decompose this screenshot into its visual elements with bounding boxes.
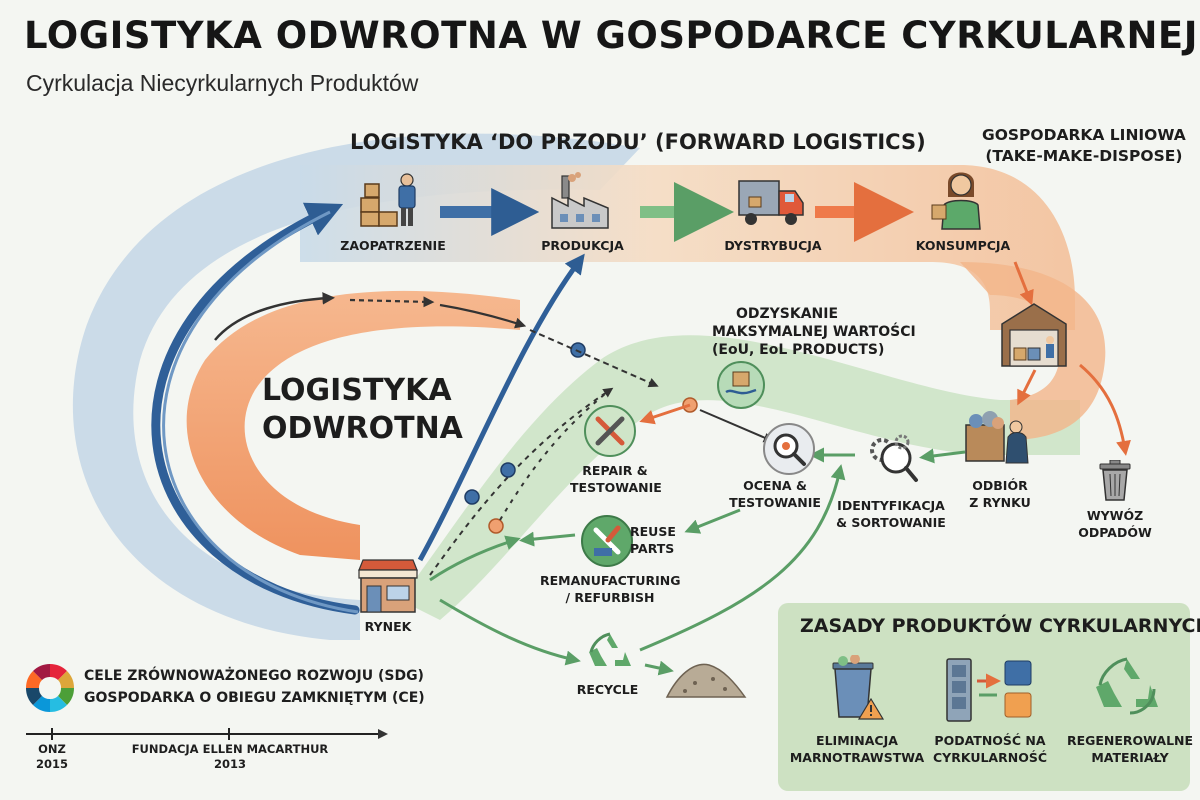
label-recycle: RECYCLE xyxy=(576,682,639,697)
step-consumption: KONSUMPCJA xyxy=(915,238,1011,253)
linear-economy-line1: GOSPODARKA LINIOWA xyxy=(982,126,1186,144)
waste-bin-warning-icon xyxy=(832,655,885,720)
label-reuse-line2: PARTS xyxy=(630,541,675,556)
label-remanufacturing: REMANUFACTURING / REFURBISH xyxy=(540,572,681,606)
recycle-icon xyxy=(589,632,631,666)
label-collection-line1: ODBIÓR xyxy=(972,478,1028,493)
renewable-recycle-icon xyxy=(1096,657,1158,715)
timeline-emf-line2: 2013 xyxy=(213,757,246,771)
linear-economy-line2: (TAKE-MAKE-DISPOSE) xyxy=(985,147,1183,165)
principle-renewable: REGENEROWALNE MATERIAŁY xyxy=(1065,732,1195,766)
reverse-logistics-line1: LOGISTYKA xyxy=(262,373,452,408)
principle-2-line1: PODATNOŚĆ NA xyxy=(934,733,1046,748)
value-recovery-label: ODZYSKANIE MAKSYMALNEJ WARTOŚCI (EoU, Eo… xyxy=(712,305,916,359)
principle-circularity: PODATNOŚĆ NA CYRKULARNOŚĆ xyxy=(925,732,1055,766)
label-reuse-line1: REUSE xyxy=(630,524,676,539)
timeline-ellen-macarthur: FUNDACJA ELLEN MACARTHUR 2013 xyxy=(130,742,330,772)
principle-waste-elimination: ELIMINACJA MARNOTRAWSTWA xyxy=(782,732,932,766)
assessment-magnifier-icon xyxy=(763,423,815,475)
page-title: LOGISTYKA ODWROTNA W GOSPODARCE CYRKULAR… xyxy=(24,14,1198,57)
supply-icon xyxy=(360,173,416,227)
label-waste-line1: WYWÓZ xyxy=(1086,508,1144,523)
page-subtitle: Cyrkulacja Niecyrkularnych Produktów xyxy=(26,70,419,96)
truck-icon xyxy=(738,180,804,225)
label-waste-line2: ODPADÓW xyxy=(1078,525,1152,540)
principle-1-line1: ELIMINACJA xyxy=(816,733,898,748)
market-store-icon xyxy=(358,559,418,613)
factory-icon xyxy=(551,172,609,229)
label-repair: REPAIR & TESTOWANIE xyxy=(570,462,662,496)
reverse-logistics-header: LOGISTYKA ODWROTNA xyxy=(262,372,463,448)
forward-logistics-header: LOGISTYKA ‘DO PRZODU’ (FORWARD LOGISTICS… xyxy=(350,130,926,154)
label-market: RYNEK xyxy=(364,619,412,634)
reverse-logistics-line2: ODWROTNA xyxy=(262,411,463,446)
value-recovery-line3: (EoU, EoL PRODUCTS) xyxy=(712,342,885,358)
sorting-gears-icon xyxy=(870,434,918,482)
sdg-wheel-icon xyxy=(25,663,75,713)
label-remanufacturing-line2: / REFURBISH xyxy=(565,590,655,605)
timeline-onz: ONZ 2015 xyxy=(22,742,82,772)
linear-economy-header: GOSPODARKA LINIOWA (TAKE-MAKE-DISPOSE) xyxy=(982,125,1186,167)
principle-3-line1: REGENEROWALNE xyxy=(1066,733,1194,748)
step-distribution: DYSTRYBUCJA xyxy=(724,238,822,253)
label-repair-line1: REPAIR & xyxy=(582,463,648,478)
principle-2-line2: CYRKULARNOŚĆ xyxy=(933,750,1047,765)
label-assessment: OCENA & TESTOWANIE xyxy=(725,477,825,511)
step-production: PRODUKCJA xyxy=(541,238,624,253)
reuse-parts-icon xyxy=(581,515,633,567)
label-remanufacturing-line1: REMANUFACTURING xyxy=(540,573,681,588)
legend-sdg: CELE ZRÓWNOWAŻONEGO ROZWOJU (SDG) xyxy=(84,668,424,684)
timeline-emf-line1: FUNDACJA ELLEN MACARTHUR xyxy=(131,742,329,756)
principle-3-line2: MATERIAŁY xyxy=(1091,750,1169,765)
label-identification-line1: IDENTYFIKACJA xyxy=(837,498,945,513)
timeline-onz-line2: 2015 xyxy=(35,757,68,771)
value-recovery-line2: MAKSYMALNEJ WARTOŚCI xyxy=(712,324,916,340)
collection-bins-icon xyxy=(965,411,1029,464)
principle-1-line2: MARNOTRAWSTWA xyxy=(789,750,925,765)
trash-can-icon xyxy=(1099,460,1131,501)
label-identification: IDENTYFIKACJA & SORTOWANIE xyxy=(836,497,946,531)
label-collection: ODBIÓR Z RYNKU xyxy=(955,477,1045,511)
label-assessment-line1: OCENA & xyxy=(743,478,807,493)
principles-title: ZASADY PRODUKTÓW CYRKULARNYCH: xyxy=(800,615,1200,637)
value-recovery-icon xyxy=(717,361,765,409)
label-waste: WYWÓZ ODPADÓW xyxy=(1070,507,1160,541)
repair-tools-icon xyxy=(584,405,636,457)
legend-ce: GOSPODARKA O OBIEGU ZAMKNIĘTYM (CE) xyxy=(84,690,425,706)
label-repair-line2: TESTOWANIE xyxy=(570,480,662,495)
material-pile-icon xyxy=(665,663,747,698)
consumer-icon xyxy=(931,172,981,230)
step-supply: ZAOPATRZENIE xyxy=(340,238,446,253)
timeline-line xyxy=(26,728,388,740)
label-assessment-line2: TESTOWANIE xyxy=(729,495,821,510)
value-recovery-line1: ODZYSKANIE xyxy=(735,306,839,322)
label-reuse: REUSE PARTS xyxy=(630,523,700,557)
legend-text: CELE ZRÓWNOWAŻONEGO ROZWOJU (SDG) GOSPOD… xyxy=(84,665,425,709)
label-identification-line2: & SORTOWANIE xyxy=(836,515,946,530)
label-collection-line2: Z RYNKU xyxy=(969,495,1031,510)
modular-parts-icon xyxy=(946,658,1032,722)
timeline-onz-line1: ONZ xyxy=(38,742,66,756)
warehouse-icon xyxy=(1001,303,1067,367)
